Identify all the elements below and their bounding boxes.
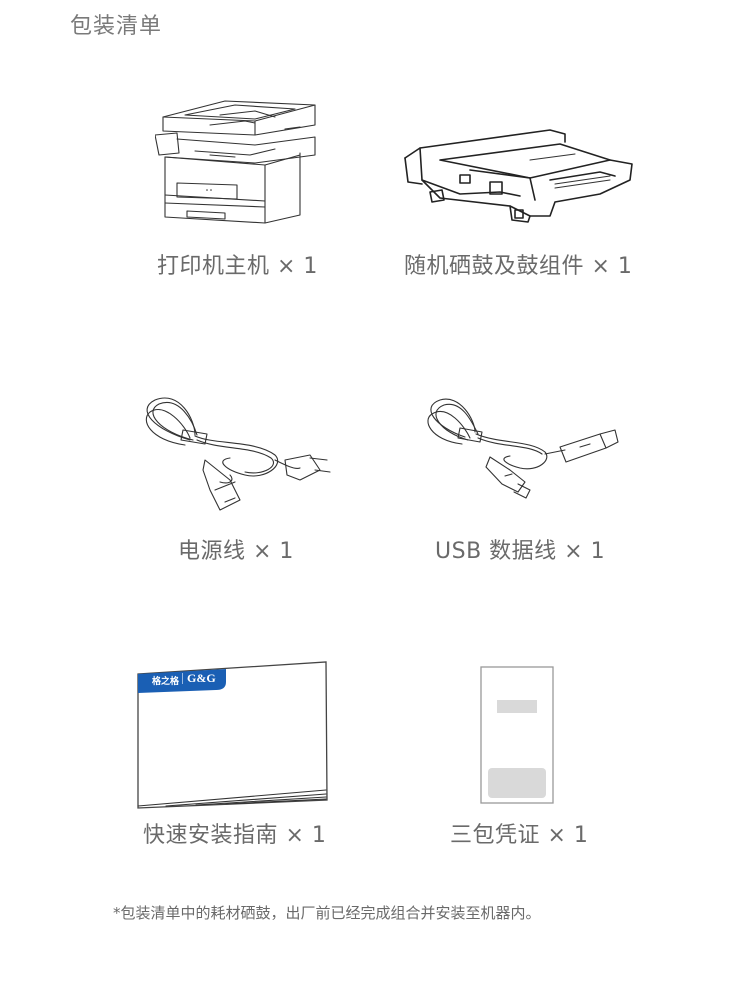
guide-brand-cn: 格之格: [152, 677, 180, 687]
item-label-toner-drum: 随机硒鼓及鼓组件 × 1: [404, 254, 633, 279]
packing-note: *包装清单中的耗材硒鼓，出厂前已经完成组合并安装至机器内。: [113, 904, 541, 922]
usb-cable-icon: [420, 392, 620, 512]
power-cord-icon: [135, 390, 335, 515]
warranty-card-icon: [480, 666, 556, 806]
item-label-power-cord: 电源线 × 1: [178, 539, 294, 564]
item-label-usb-cable: USB 数据线 × 1: [435, 539, 606, 564]
quick-guide-icon: 格之格 G&G: [136, 660, 331, 812]
item-label-printer: 打印机主机 × 1: [157, 254, 318, 279]
printer-icon: [155, 95, 320, 225]
item-label-warranty-card: 三包凭证 × 1: [450, 823, 589, 848]
guide-brand-en: G&G: [187, 671, 216, 685]
toner-drum-icon: [400, 120, 640, 225]
page-title: 包装清单: [70, 14, 163, 39]
item-label-quick-guide: 快速安装指南 × 1: [143, 823, 327, 848]
guide-brand-divider: [182, 673, 183, 684]
